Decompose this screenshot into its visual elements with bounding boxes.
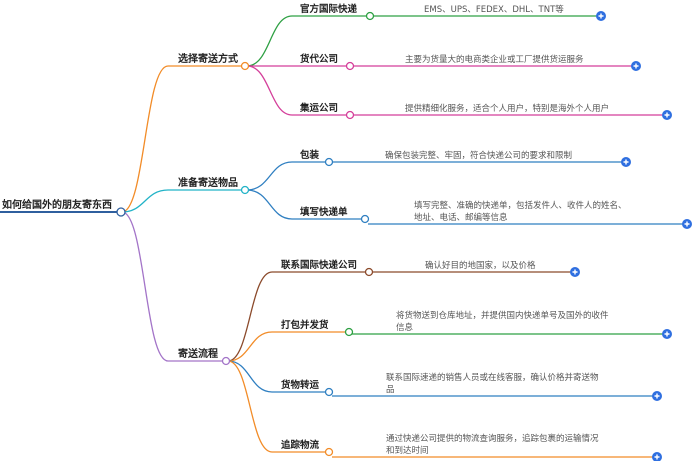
edge-b2-c1 [246, 161, 326, 191]
leaf-text: 联系国际速递的销售人员或在线客服，确认价格并寄送物 [386, 372, 599, 383]
child-topic-pack-ship[interactable]: 打包并发货 [281, 319, 329, 331]
node-handle[interactable] [360, 214, 370, 224]
edge-b3-c2 [227, 331, 346, 362]
node-handle[interactable] [345, 110, 355, 120]
edge-b3-c4 [227, 360, 326, 453]
node-handle[interactable] [116, 207, 126, 217]
leaf-text: EMS、UPS、FEDEX、DHL、TNT等 [424, 4, 564, 15]
edge-b2-c2 [246, 189, 362, 220]
edge-b3-c3 [227, 360, 326, 393]
node-handle[interactable] [344, 327, 354, 337]
labels: 如何给国外的朋友寄东西 选择寄送方式 准备寄送物品 寄送流程 官方国际快递 货代… [2, 3, 627, 456]
child-topic-transfer[interactable]: 货物转运 [280, 379, 320, 391]
connectors [0, 15, 683, 458]
node-handle[interactable] [240, 185, 250, 195]
leaf-text: 和到达时间 [386, 445, 429, 456]
child-topic-official-express[interactable]: 官方国际快递 [300, 3, 358, 15]
child-topic-contact-courier[interactable]: 联系国际快递公司 [281, 259, 357, 271]
node-handle[interactable] [345, 61, 355, 71]
leaf-text: 提供精细化服务，适合个人用户，特别是海外个人用户 [405, 103, 609, 114]
child-topic-waybill[interactable]: 填写快递单 [300, 206, 348, 218]
leaf-text: 信息 [396, 322, 414, 333]
expand-button[interactable] [631, 61, 641, 71]
leaf-text: 将货物送到仓库地址，并提供国内快递单号及国外的收件 [396, 310, 609, 321]
branch-topic-process[interactable]: 寄送流程 [178, 347, 218, 360]
leaf-text: 地址、电话、邮编等信息 [414, 212, 508, 223]
node-handles [116, 11, 375, 457]
edge-b3-c1 [227, 271, 366, 362]
expand-button[interactable] [596, 11, 606, 21]
expand-button[interactable] [570, 267, 580, 277]
branch-topic-prepare-items[interactable]: 准备寄送物品 [178, 176, 238, 189]
node-handle[interactable] [324, 157, 334, 167]
expand-button[interactable] [662, 110, 672, 120]
child-topic-packaging[interactable]: 包装 [299, 149, 320, 161]
branch-topic-shipping-method[interactable]: 选择寄送方式 [178, 52, 238, 65]
edge-root-b1 [121, 65, 244, 213]
edge-root-b3 [121, 211, 225, 362]
edge-b1-c3 [246, 65, 347, 116]
node-handle[interactable] [364, 267, 374, 277]
child-topic-tracking[interactable]: 追踪物流 [281, 439, 320, 451]
node-handle[interactable] [365, 11, 375, 21]
leaf-text: 通过快递公司提供的物流查询服务，追踪包裹的运输情况 [386, 433, 599, 444]
leaf-text: 确保包装完整、牢固，符合快递公司的要求和限制 [385, 150, 572, 161]
leaf-text: 确认好目的地国家，以及价格 [425, 260, 536, 271]
expand-button[interactable] [652, 391, 662, 401]
edge-root-b2 [121, 189, 244, 213]
leaf-text: 填写完整、准确的快递单，包括发件人、收件人的姓名、 [414, 200, 627, 211]
child-topic-freight-forwarder[interactable]: 货代公司 [299, 53, 338, 65]
expand-button[interactable] [682, 219, 692, 229]
node-handle[interactable] [240, 61, 250, 71]
node-handle[interactable] [221, 356, 231, 366]
expand-button[interactable] [652, 452, 662, 461]
leaf-text: 品 [386, 385, 395, 395]
expand-buttons [570, 11, 692, 461]
node-handle[interactable] [324, 387, 334, 397]
root-topic[interactable]: 如何给国外的朋友寄东西 [2, 198, 112, 211]
edge-b1-c1 [246, 15, 367, 67]
expand-button[interactable] [621, 157, 631, 167]
leaf-text: 主要为货量大的电商类企业或工厂提供货运服务 [405, 54, 584, 65]
expand-button[interactable] [662, 329, 672, 339]
child-topic-consolidation[interactable]: 集运公司 [299, 102, 338, 114]
node-handle[interactable] [324, 447, 334, 457]
